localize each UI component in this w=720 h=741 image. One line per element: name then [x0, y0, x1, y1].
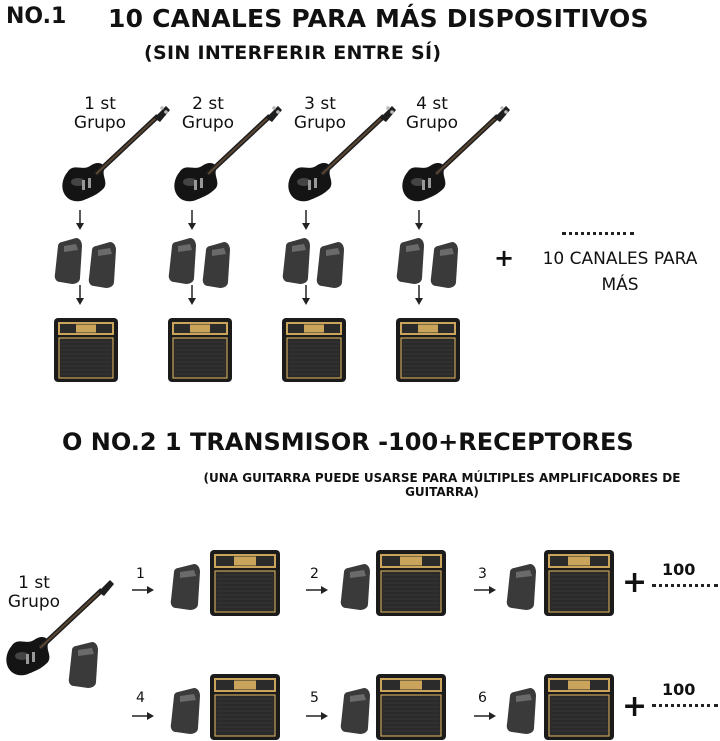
- arrow-right-icon: [131, 585, 155, 595]
- count-label: 100: [662, 680, 696, 699]
- group-number: 4 st: [416, 94, 448, 114]
- amplifier-r6: [543, 673, 615, 741]
- arrow-down-icon: [187, 209, 197, 231]
- receiver-number-6: 6: [478, 690, 487, 706]
- dots-line: [652, 704, 718, 707]
- plus-icon: +: [622, 689, 648, 724]
- arrow-right-icon: [305, 585, 329, 595]
- amplifier-4: [395, 317, 461, 383]
- amplifier-r3: [543, 549, 615, 617]
- group-word: Grupo: [73, 113, 127, 133]
- amplifier-r2: [375, 549, 447, 617]
- wireless-pair-4: [396, 238, 458, 288]
- guitar-4: [402, 106, 510, 201]
- amplifier-r1: [209, 549, 281, 617]
- group-label-2: 2 st Grupo: [168, 95, 248, 133]
- arrow-down-icon: [301, 284, 311, 306]
- group-word: Grupo: [293, 113, 347, 133]
- arrow-right-icon: [305, 711, 329, 721]
- arrow-down-icon: [414, 284, 424, 306]
- dots-line: [562, 232, 634, 235]
- wireless-pair-2: [168, 238, 230, 288]
- receiver-device-2: [340, 564, 370, 610]
- group-number: 3 st: [304, 94, 336, 114]
- amplifier-3: [281, 317, 347, 383]
- amplifier-r4: [209, 673, 281, 741]
- group-word: Grupo: [405, 113, 459, 133]
- receiver-number-3: 3: [478, 566, 487, 582]
- receiver-device-3: [506, 564, 536, 610]
- section2-title: O NO.2 1 TRANSMISOR -100+RECEPTORES: [62, 428, 634, 456]
- group-number: 2 st: [192, 94, 224, 114]
- arrow-down-icon: [187, 284, 197, 306]
- section2-diagram: [0, 549, 615, 741]
- receiver-number-5: 5: [310, 690, 319, 706]
- wireless-pair-1: [54, 238, 116, 288]
- plus-icon: +: [494, 244, 515, 272]
- plus-icon: +: [622, 565, 648, 600]
- amplifier-r5: [375, 673, 447, 741]
- count-label: 100: [662, 560, 696, 579]
- receiver-number-4: 4: [136, 690, 145, 706]
- more-channels-label: 10 CANALES PARA MÁS: [520, 246, 720, 298]
- group-number: 1 st: [84, 94, 116, 114]
- group-label-3: 3 st Grupo: [280, 95, 360, 133]
- more-channels-line1: 10 CANALES PARA: [542, 249, 698, 269]
- section1-subtitle: (SIN INTERFERIR ENTRE SÍ): [144, 42, 442, 64]
- group-number: 1 st: [18, 573, 50, 593]
- arrow-right-icon: [131, 711, 155, 721]
- receiver-number-1: 1: [136, 566, 145, 582]
- receiver-device-1: [170, 564, 200, 610]
- receiver-number-2: 2: [310, 566, 319, 582]
- dots-line: [652, 584, 718, 587]
- group-word: Grupo: [7, 592, 61, 612]
- guitar-3: [288, 106, 396, 201]
- section2-subtitle: (UNA GUITARRA PUEDE USARSE PARA MÚLTIPLE…: [203, 471, 681, 499]
- arrow-down-icon: [414, 209, 424, 231]
- transmitter-guitar: [6, 580, 114, 675]
- arrow-down-icon: [75, 284, 85, 306]
- guitar-1: [62, 106, 170, 201]
- section1-diagram: [53, 0, 720, 383]
- group-label-4: 4 st Grupo: [392, 95, 472, 133]
- arrow-right-icon: [473, 585, 497, 595]
- group-label-transmitter: 1 st Grupo: [0, 574, 74, 612]
- section1-label: NO.1: [6, 4, 67, 29]
- group-word: Grupo: [181, 113, 235, 133]
- section1-title: 10 CANALES PARA MÁS DISPOSITIVOS: [108, 4, 649, 33]
- amplifier-1: [53, 317, 119, 383]
- wireless-pair-3: [282, 238, 344, 288]
- amplifier-2: [167, 317, 233, 383]
- arrow-right-icon: [473, 711, 497, 721]
- group-label-1: 1 st Grupo: [60, 95, 140, 133]
- arrow-down-icon: [301, 209, 311, 231]
- guitar-2: [174, 106, 282, 201]
- transmitter-device: [68, 642, 98, 688]
- arrow-down-icon: [75, 209, 85, 231]
- receiver-device-6: [506, 688, 536, 734]
- receiver-device-5: [340, 688, 370, 734]
- more-channels-line2: MÁS: [601, 275, 639, 295]
- receiver-device-4: [170, 688, 200, 734]
